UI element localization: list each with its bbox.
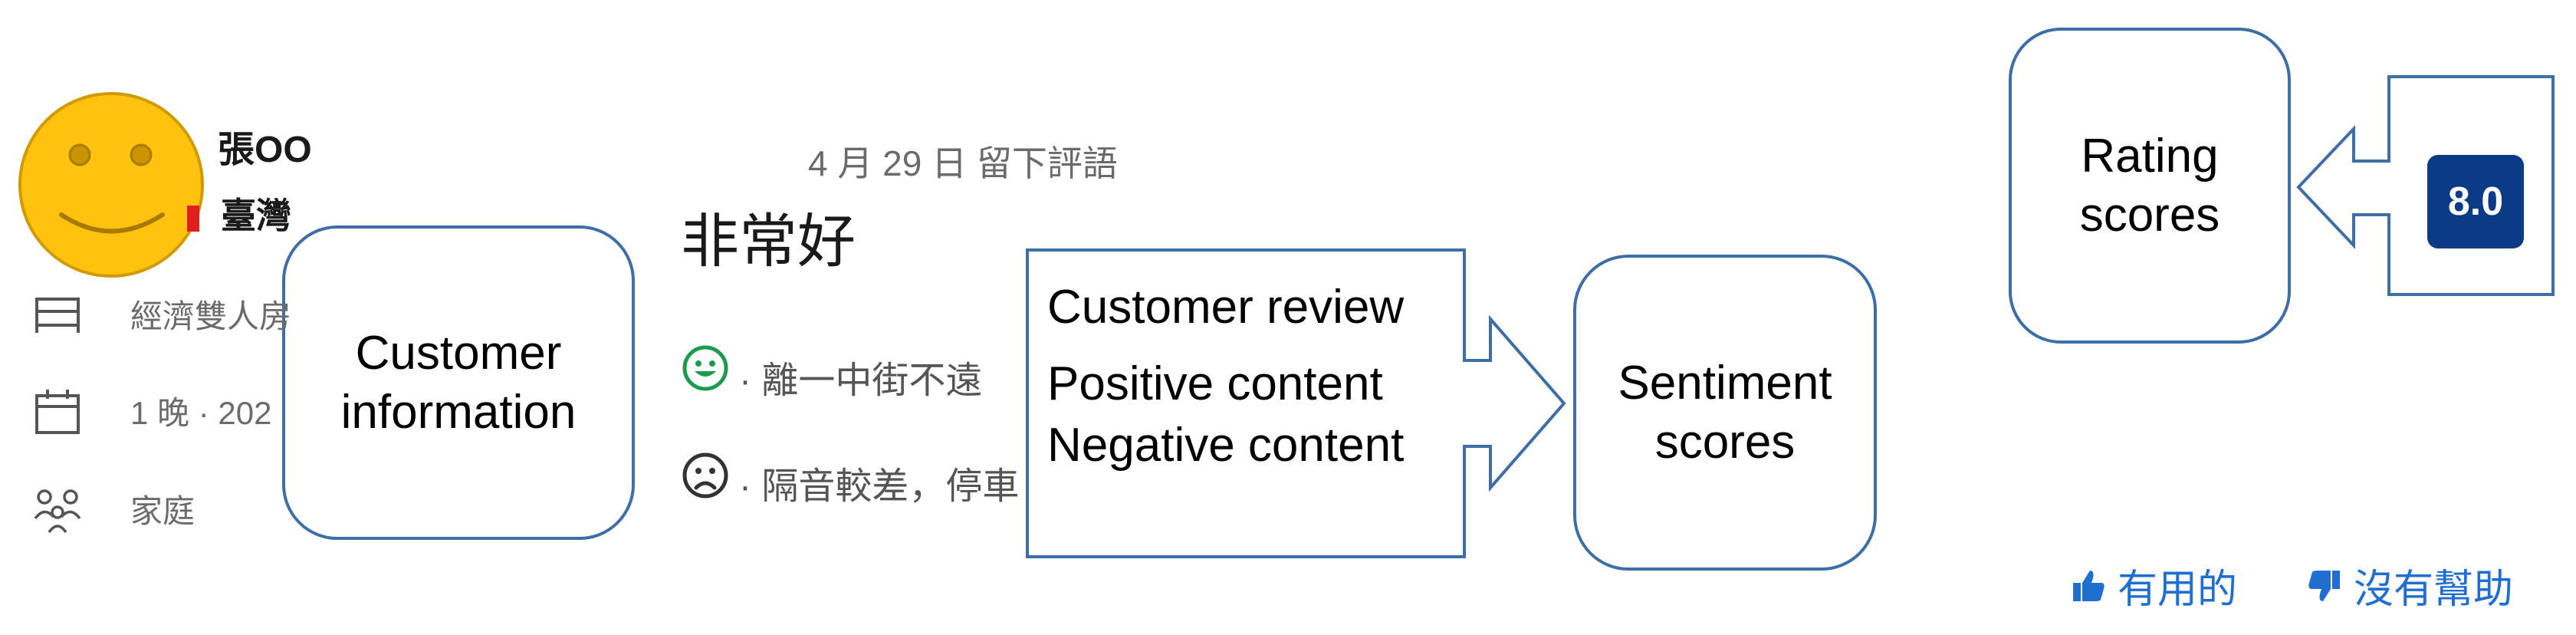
review-title: 非常好 (681, 209, 856, 275)
family-icon (34, 489, 81, 534)
rating-text: Rating scores (2079, 129, 2220, 242)
flag-icon (187, 206, 199, 232)
helpful-button[interactable]: 有用的 (2070, 557, 2237, 614)
not-helpful-button[interactable]: 沒有幫助 (2306, 557, 2513, 614)
thumbs-up-icon (2073, 570, 2104, 601)
avatar-smiley-icon (18, 92, 204, 278)
traveler-type: 家庭 (130, 493, 196, 529)
callout-customer-review: Customer review (1047, 281, 1405, 334)
sentiment-label: Sentiment scores (1578, 259, 1872, 566)
not-helpful-label: 沒有幫助 (2354, 568, 2514, 612)
rating-label: Rating scores (2013, 32, 2286, 339)
positive-content: · 離一中街不遠 (739, 360, 983, 401)
negative-frown-icon (682, 452, 728, 498)
callout-negative-content: Negative content (1047, 419, 1405, 472)
customer-name: 張OO (218, 130, 312, 170)
room-type: 經濟雙人房 (130, 298, 292, 334)
rating-score-badge: 8.0 (2427, 155, 2524, 248)
customer-country: 臺灣 (221, 196, 291, 235)
callout-positive-content: Positive content (1047, 357, 1383, 410)
rating-box (2009, 28, 2291, 344)
helpful-label: 有用的 (2118, 568, 2238, 612)
calendar-icon (35, 390, 80, 434)
bed-icon (35, 298, 80, 333)
positive-smile-icon (682, 345, 728, 391)
customer-info-text: Customer information (340, 326, 577, 439)
review-callout-arrow (1026, 248, 1566, 558)
negative-content: · 隔音較差，停車 (739, 466, 1020, 507)
stay-info: 1 晚 · 202 (130, 395, 272, 431)
sentiment-text: Sentiment scores (1618, 356, 1832, 469)
sentiment-box (1573, 255, 1877, 571)
thumbs-down-icon (2308, 570, 2340, 601)
customer-info-label: Customer information (285, 229, 632, 537)
review-date: 4 月 29 日 留下評語 (808, 143, 1118, 183)
customer-info-box (282, 225, 635, 540)
